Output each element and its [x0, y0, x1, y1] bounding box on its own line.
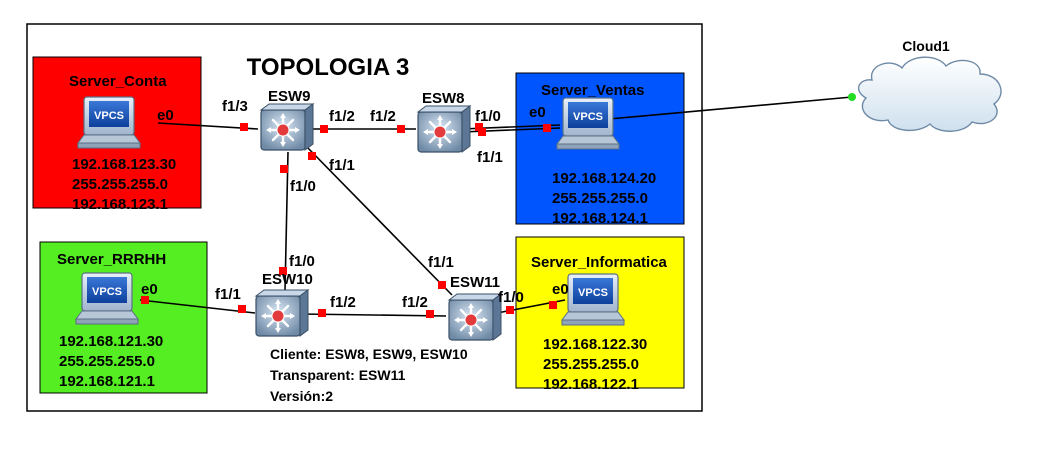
- port-label-esw11-f12: f1/2: [402, 294, 428, 311]
- port-marker: [318, 309, 326, 317]
- port-marker: [238, 305, 246, 313]
- port-markers: [141, 123, 557, 318]
- server-rrhh-vpcs-icon[interactable]: VPCS: [75, 272, 139, 325]
- link-ventas-cloud: [608, 96, 853, 120]
- switch-esw11-label: ESW11: [450, 274, 500, 291]
- server-rrhh-ip: 192.168.121.30: [59, 333, 163, 350]
- server-rrhh-gateway: 192.168.121.1: [59, 373, 155, 390]
- port-label-esw9-f10: f1/0: [290, 178, 316, 195]
- port-label-esw10-f10: f1/0: [289, 253, 315, 270]
- port-marker: [543, 124, 551, 132]
- port-marker: [506, 306, 514, 314]
- server-conta-vpcs-icon[interactable]: VPCS: [77, 96, 141, 149]
- server-ventas-gateway: 192.168.124.1: [552, 210, 648, 227]
- port-marker: [280, 165, 288, 173]
- port-label-esw9-f12: f1/2: [329, 108, 355, 125]
- port-marker: [475, 123, 483, 131]
- server-rrhh-iface: e0: [141, 281, 158, 298]
- server-informatica-gateway: 192.168.122.1: [543, 376, 639, 393]
- port-label-esw11-f10: f1/0: [498, 289, 524, 306]
- port-marker: [397, 125, 405, 133]
- port-marker: [438, 281, 446, 289]
- server-ventas-iface: e0: [529, 104, 546, 121]
- vpcs-text: VPCS: [94, 110, 124, 122]
- server-conta-name: Server_Conta: [69, 73, 167, 90]
- diagram-title: TOPOLOGIA 3: [247, 54, 410, 81]
- port-label-esw8-f12: f1/2: [370, 108, 396, 125]
- server-rrhh-mask: 255.255.255.0: [59, 353, 155, 370]
- topology-frame: [26, 23, 703, 412]
- port-label-esw9-f13: f1/3: [222, 98, 248, 115]
- server-informatica-vpcs-icon[interactable]: VPCS: [561, 273, 625, 326]
- server-ventas-name: Server_Ventas: [541, 82, 644, 99]
- server-conta-mask: 255.255.255.0: [72, 176, 168, 193]
- switch-esw10-label: ESW10: [262, 271, 313, 288]
- switch-esw8-icon[interactable]: [416, 104, 472, 154]
- port-marker: [279, 267, 287, 275]
- vpcs-text: VPCS: [573, 111, 603, 123]
- port-marker: [549, 301, 557, 309]
- vpcs-text: VPCS: [92, 286, 122, 298]
- port-marker: [240, 123, 248, 131]
- port-label-esw8-f10: f1/0: [475, 108, 501, 125]
- note-transparent: Transparent: ESW11: [270, 367, 406, 383]
- note-cliente: Cliente: ESW8, ESW9, ESW10: [270, 346, 468, 362]
- server-conta-box: [32, 56, 202, 209]
- port-marker: [141, 296, 149, 304]
- cloud-icon[interactable]: [857, 56, 1002, 132]
- note-version: Versión:2: [270, 388, 333, 404]
- switch-esw8-label: ESW8: [422, 90, 465, 107]
- server-informatica-iface: e0: [552, 281, 569, 298]
- cloud-label: Cloud1: [902, 38, 950, 54]
- server-conta-ip: 192.168.123.30: [72, 156, 176, 173]
- port-label-esw9-f11: f1/1: [329, 157, 355, 174]
- port-marker: [426, 310, 434, 318]
- server-ventas-ip: 192.168.124.20: [552, 170, 656, 187]
- link-esw9-esw11: [304, 144, 453, 296]
- port-marker: [478, 128, 486, 136]
- server-rrhh-name: Server_RRRHH: [57, 251, 166, 268]
- server-informatica-name: Server_Informatica: [531, 254, 668, 271]
- switch-esw10-icon[interactable]: [254, 288, 310, 338]
- port-label-esw11-f11: f1/1: [428, 254, 454, 271]
- port-label-esw10-f11: f1/1: [215, 286, 241, 303]
- server-conta-iface: e0: [157, 107, 174, 124]
- switch-esw11-icon[interactable]: [447, 292, 503, 342]
- switch-esw9-label: ESW9: [268, 88, 311, 105]
- server-conta-gateway: 192.168.123.1: [72, 196, 168, 213]
- server-ventas-vpcs-icon[interactable]: VPCS: [556, 97, 620, 150]
- port-marker: [308, 152, 316, 160]
- server-ventas-mask: 255.255.255.0: [552, 190, 648, 207]
- vpcs-text: VPCS: [578, 287, 608, 299]
- switch-esw9-icon[interactable]: [259, 102, 315, 152]
- cloud-port-marker: [848, 93, 856, 101]
- port-marker: [320, 125, 328, 133]
- server-informatica-ip: 192.168.122.30: [543, 336, 647, 353]
- port-label-esw10-f12: f1/2: [330, 294, 356, 311]
- link-rrhh-esw10: [139, 299, 256, 314]
- port-label-esw8-f11: f1/1: [477, 149, 503, 166]
- server-informatica-mask: 255.255.255.0: [543, 356, 639, 373]
